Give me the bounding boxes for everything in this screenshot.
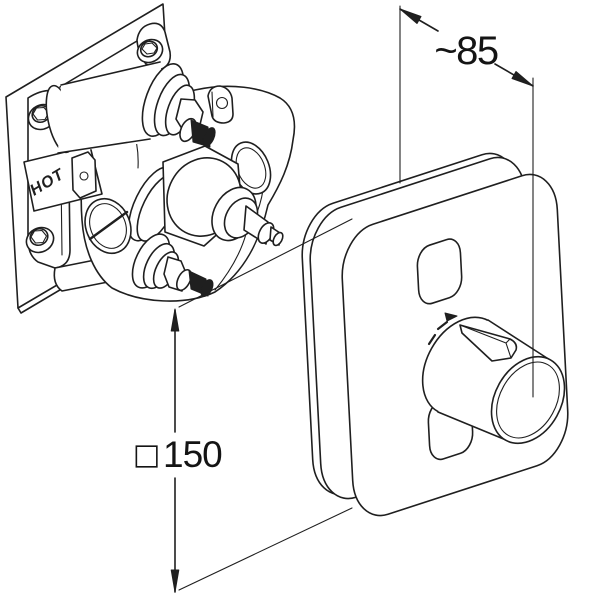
handle-lever <box>460 325 516 361</box>
arrowhead <box>171 570 179 592</box>
handle <box>406 303 579 456</box>
depth-dimension-label: ~85 <box>434 29 498 73</box>
square-dimension-symbol: □ <box>133 437 160 471</box>
arrowhead <box>400 9 421 24</box>
arrowhead <box>171 309 179 331</box>
eyelet-bracket <box>208 86 233 123</box>
handle-front-face <box>477 344 579 456</box>
dimension-depth: ~85 <box>400 6 533 397</box>
hot-port-plug <box>77 192 139 260</box>
thermostat-cartridge <box>119 145 285 249</box>
temperature-marker-icon <box>445 313 457 321</box>
plate-dimension-label: 150 <box>163 434 222 475</box>
plate-cutout-top <box>417 235 463 307</box>
bottom-port-assembly <box>125 228 216 298</box>
screw-slot <box>90 212 127 239</box>
scale-dashes <box>429 322 447 344</box>
arrowhead <box>512 72 533 87</box>
top-port-assembly <box>41 58 217 154</box>
dimension-plate-size: □ 150 <box>133 219 352 592</box>
